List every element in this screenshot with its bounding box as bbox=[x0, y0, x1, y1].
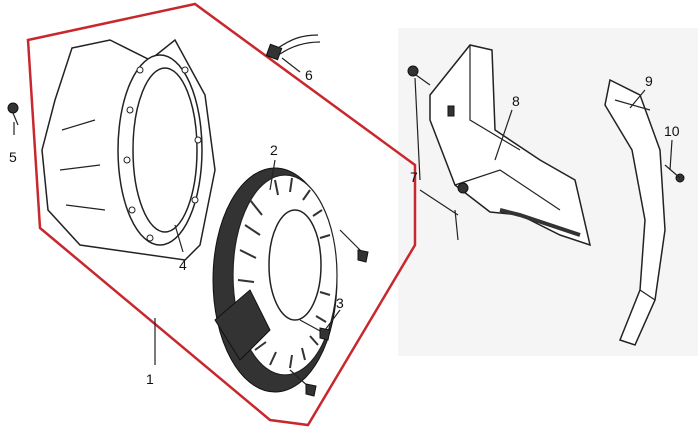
leader-lines bbox=[13, 57, 673, 365]
callout-5: 5 bbox=[9, 149, 17, 165]
callout-3: 3 bbox=[336, 295, 344, 311]
screw-part-5 bbox=[7, 102, 19, 126]
callout-7: 7 bbox=[410, 169, 418, 185]
callout-8: 8 bbox=[512, 93, 520, 109]
guide-plate-part-9 bbox=[604, 78, 685, 346]
callout-10: 10 bbox=[664, 123, 680, 139]
callout-1: 1 bbox=[146, 371, 154, 387]
callout-2: 2 bbox=[270, 142, 278, 158]
switch-part-6 bbox=[265, 34, 321, 61]
callout-9: 9 bbox=[645, 73, 653, 89]
assembly-group-outline bbox=[26, 2, 417, 427]
bolt-part-7 bbox=[407, 65, 469, 241]
air-guide-part-8 bbox=[429, 44, 592, 247]
recoil-starter-part bbox=[212, 167, 338, 393]
callout-4: 4 bbox=[179, 257, 187, 273]
fan-cover-part bbox=[41, 38, 216, 261]
bolt-part bbox=[289, 229, 369, 397]
callout-6: 6 bbox=[305, 67, 313, 83]
